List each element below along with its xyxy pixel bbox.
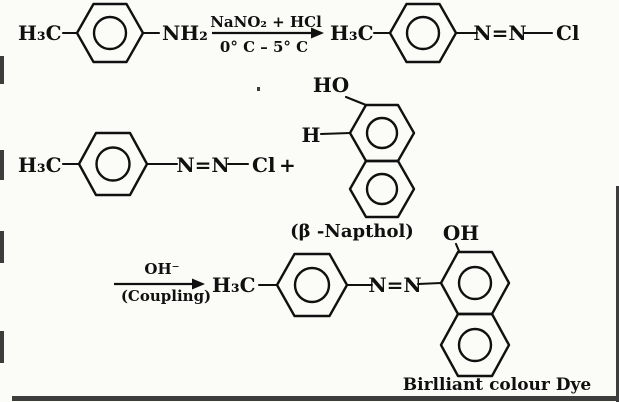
bond — [416, 281, 443, 286]
bond — [319, 131, 352, 136]
bond — [454, 242, 461, 253]
hydroxyl-label: HO — [313, 73, 349, 97]
aromatic-circle — [293, 266, 331, 304]
methyl-group-label: H₃C — [18, 21, 62, 45]
coupling-reagent-label: OH⁻ — [144, 260, 179, 278]
scan-artifact-right-edge — [616, 186, 619, 402]
scan-artifact-speck — [257, 87, 260, 91]
aromatic-circle — [405, 15, 441, 51]
dye-caption: Birlliant colour Dye — [403, 375, 592, 395]
hydroxyl-label: OH — [443, 221, 479, 245]
scan-artifact-bottom-edge — [12, 396, 619, 401]
benzene-ring — [75, 2, 145, 64]
reaction-arrowhead-icon — [311, 27, 324, 39]
step2-coupling-reactants: H₃C N=N Cl + HO H (β -Napthol) — [18, 73, 416, 242]
naphthalene-upper-ring — [439, 250, 511, 316]
naphthalene-lower-ring — [439, 312, 511, 378]
aromatic-circle — [365, 116, 399, 150]
naphthalene-upper-ring — [348, 103, 416, 163]
methyl-group-label: H₃C — [330, 21, 374, 45]
diazotization-conditions-label: 0° C – 5° C — [220, 38, 308, 56]
coupling-caption: (Coupling) — [121, 287, 211, 305]
scan-artifacts — [0, 56, 619, 402]
benzene-ring — [275, 252, 349, 318]
diazotization-reagents-label: NaNO₂ + HCl — [210, 13, 322, 31]
reaction-arrowhead-icon — [192, 278, 205, 290]
aromatic-circle — [95, 146, 131, 182]
step3-coupling-product: OH⁻ (Coupling) H₃C N=N OH Birlliant colo… — [114, 221, 591, 395]
azo-group-label: N=N — [176, 153, 229, 177]
ring-hydrogen-label: H — [302, 123, 321, 147]
aromatic-circle — [365, 172, 399, 206]
plus-sign: + — [279, 153, 296, 177]
amine-group-label: NH₂ — [162, 21, 208, 45]
methyl-group-label: H₃C — [212, 273, 256, 297]
azo-group-label: N=N — [368, 273, 421, 297]
aromatic-circle — [457, 327, 493, 363]
benzene-ring — [77, 131, 149, 197]
scan-artifact-left-edge — [0, 231, 4, 263]
scan-artifact-left-edge — [0, 331, 4, 363]
beta-napthol-caption: (β -Napthol) — [290, 221, 414, 242]
step1-diazotization: H₃C NH₂ NaNO₂ + HCl 0° C – 5° C H₃C N=N … — [18, 2, 580, 64]
methyl-group-label: H₃C — [18, 153, 62, 177]
chloride-label: Cl — [252, 153, 276, 177]
naphthalene-lower-ring — [348, 159, 416, 219]
chloride-label: Cl — [556, 21, 580, 45]
bond — [344, 95, 368, 107]
beta-naphthol-structure: HO H (β -Napthol) — [290, 73, 416, 242]
aromatic-circle — [92, 15, 128, 51]
dye-naphthalene-structure: OH — [439, 221, 511, 378]
benzene-ring — [388, 2, 458, 64]
aromatic-circle — [457, 265, 493, 301]
scan-artifact-left-edge — [0, 150, 4, 180]
azo-group-label: N=N — [473, 21, 526, 45]
scan-artifact-left-edge — [0, 56, 4, 84]
